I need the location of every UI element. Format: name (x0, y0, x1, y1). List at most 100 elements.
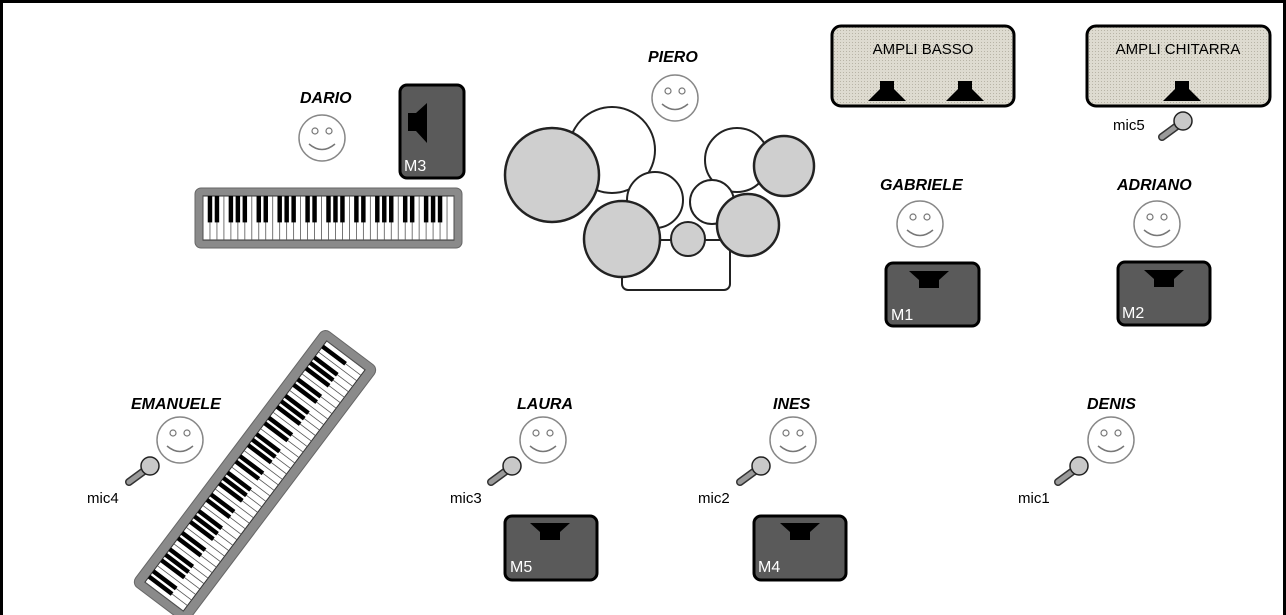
smiley-face-icon (519, 416, 567, 464)
amp-label: AMPLI BASSO (873, 41, 974, 58)
black-key (308, 361, 335, 382)
smiley-face-icon (1133, 200, 1181, 248)
keyboard-dario (194, 187, 463, 249)
white-key-divider (318, 351, 358, 382)
black-key (226, 470, 252, 492)
black-key (189, 520, 215, 541)
black-key (423, 196, 429, 223)
musician-laura: LAURA (517, 396, 573, 464)
black-key (340, 196, 345, 223)
amp-bass: AMPLI BASSO (830, 24, 1016, 108)
keyboard-emanuele (133, 330, 377, 615)
black-key (176, 536, 203, 558)
black-key (242, 196, 248, 223)
microphone-icon (740, 457, 770, 482)
musician-name: EMANUELE (131, 396, 222, 413)
musician-name: GABRIELE (880, 177, 964, 194)
black-key (214, 196, 220, 223)
cymbal (503, 126, 601, 224)
smiley-face-icon (1087, 416, 1135, 464)
black-key (275, 404, 302, 426)
black-key (437, 196, 443, 223)
black-key (402, 196, 408, 223)
black-key (382, 196, 387, 223)
black-key (251, 437, 277, 459)
black-key (234, 459, 261, 481)
mic-label: mic5 (1113, 117, 1145, 134)
microphone-icon (129, 457, 159, 482)
black-key (263, 196, 268, 223)
musician-name: DARIO (300, 90, 352, 107)
black-key (235, 196, 241, 223)
black-key (277, 196, 282, 223)
musician-gabriele: GABRIELE (880, 177, 964, 248)
black-key (256, 196, 262, 223)
monitor-m5: M5 (503, 514, 599, 582)
white-key-divider (202, 505, 242, 535)
smiley-face-icon (896, 200, 944, 248)
black-key (238, 454, 265, 476)
white-key-divider (260, 428, 300, 458)
mic-label: mic1 (1018, 490, 1050, 507)
black-key (164, 552, 190, 574)
musician-piero: PIERO (648, 49, 699, 122)
amp-label: AMPLI CHITARRA (1116, 41, 1241, 58)
microphone-icon (1162, 112, 1192, 137)
white-key-divider (157, 565, 196, 595)
microphone-icon (491, 457, 521, 482)
musician-name: PIERO (648, 49, 698, 66)
black-key (209, 492, 236, 514)
cymbal (752, 134, 816, 198)
black-key (284, 394, 310, 415)
white-key-divider (231, 466, 271, 497)
mic-mic5: mic5 (1113, 112, 1192, 137)
black-key (255, 432, 281, 454)
drum-kit (503, 106, 816, 291)
monitor-label: M4 (758, 559, 780, 576)
mic-label: mic2 (698, 490, 730, 507)
musician-ines: INES (769, 396, 817, 464)
black-key (389, 196, 394, 223)
mic-mic4: mic4 (87, 457, 159, 507)
white-key-divider (289, 389, 329, 420)
mic-mic1: mic1 (1018, 457, 1088, 507)
musician-name: ADRIANO (1116, 177, 1192, 194)
black-key (354, 196, 359, 223)
black-key (284, 196, 289, 223)
monitor-label: M5 (510, 559, 532, 576)
cymbal (582, 199, 662, 279)
musician-emanuele: EMANUELE (131, 396, 222, 464)
black-key (279, 399, 306, 421)
black-key (246, 443, 273, 465)
white-key-divider (186, 527, 225, 557)
amp-guitar: AMPLI CHITARRA (1085, 24, 1272, 108)
black-key (168, 547, 195, 569)
black-key (205, 498, 232, 520)
black-key (151, 569, 178, 591)
white-key-divider (173, 543, 213, 573)
musician-adriano: ADRIANO (1116, 177, 1192, 248)
cymbal (715, 192, 781, 258)
musician-dario: DARIO (298, 90, 352, 162)
black-key (263, 421, 290, 443)
musician-name: DENIS (1087, 396, 1136, 413)
white-key-divider (272, 411, 312, 442)
monitor-m2: M2 (1116, 260, 1212, 327)
smiley-face-icon (769, 416, 817, 464)
white-key-divider (243, 450, 283, 480)
mic-mic2: mic2 (698, 457, 770, 507)
speaker-cone-icon (408, 103, 427, 143)
monitor-m1: M1 (884, 261, 981, 328)
black-key (228, 196, 234, 223)
monitor-label: M2 (1122, 305, 1144, 322)
black-key (217, 481, 244, 503)
musician-name: INES (773, 396, 811, 413)
black-key (361, 196, 366, 223)
black-key (267, 415, 294, 437)
monitor-m4: M4 (752, 514, 848, 582)
smiley-face-icon (156, 416, 204, 464)
mic-label: mic4 (87, 490, 119, 507)
white-key-divider (301, 373, 341, 404)
